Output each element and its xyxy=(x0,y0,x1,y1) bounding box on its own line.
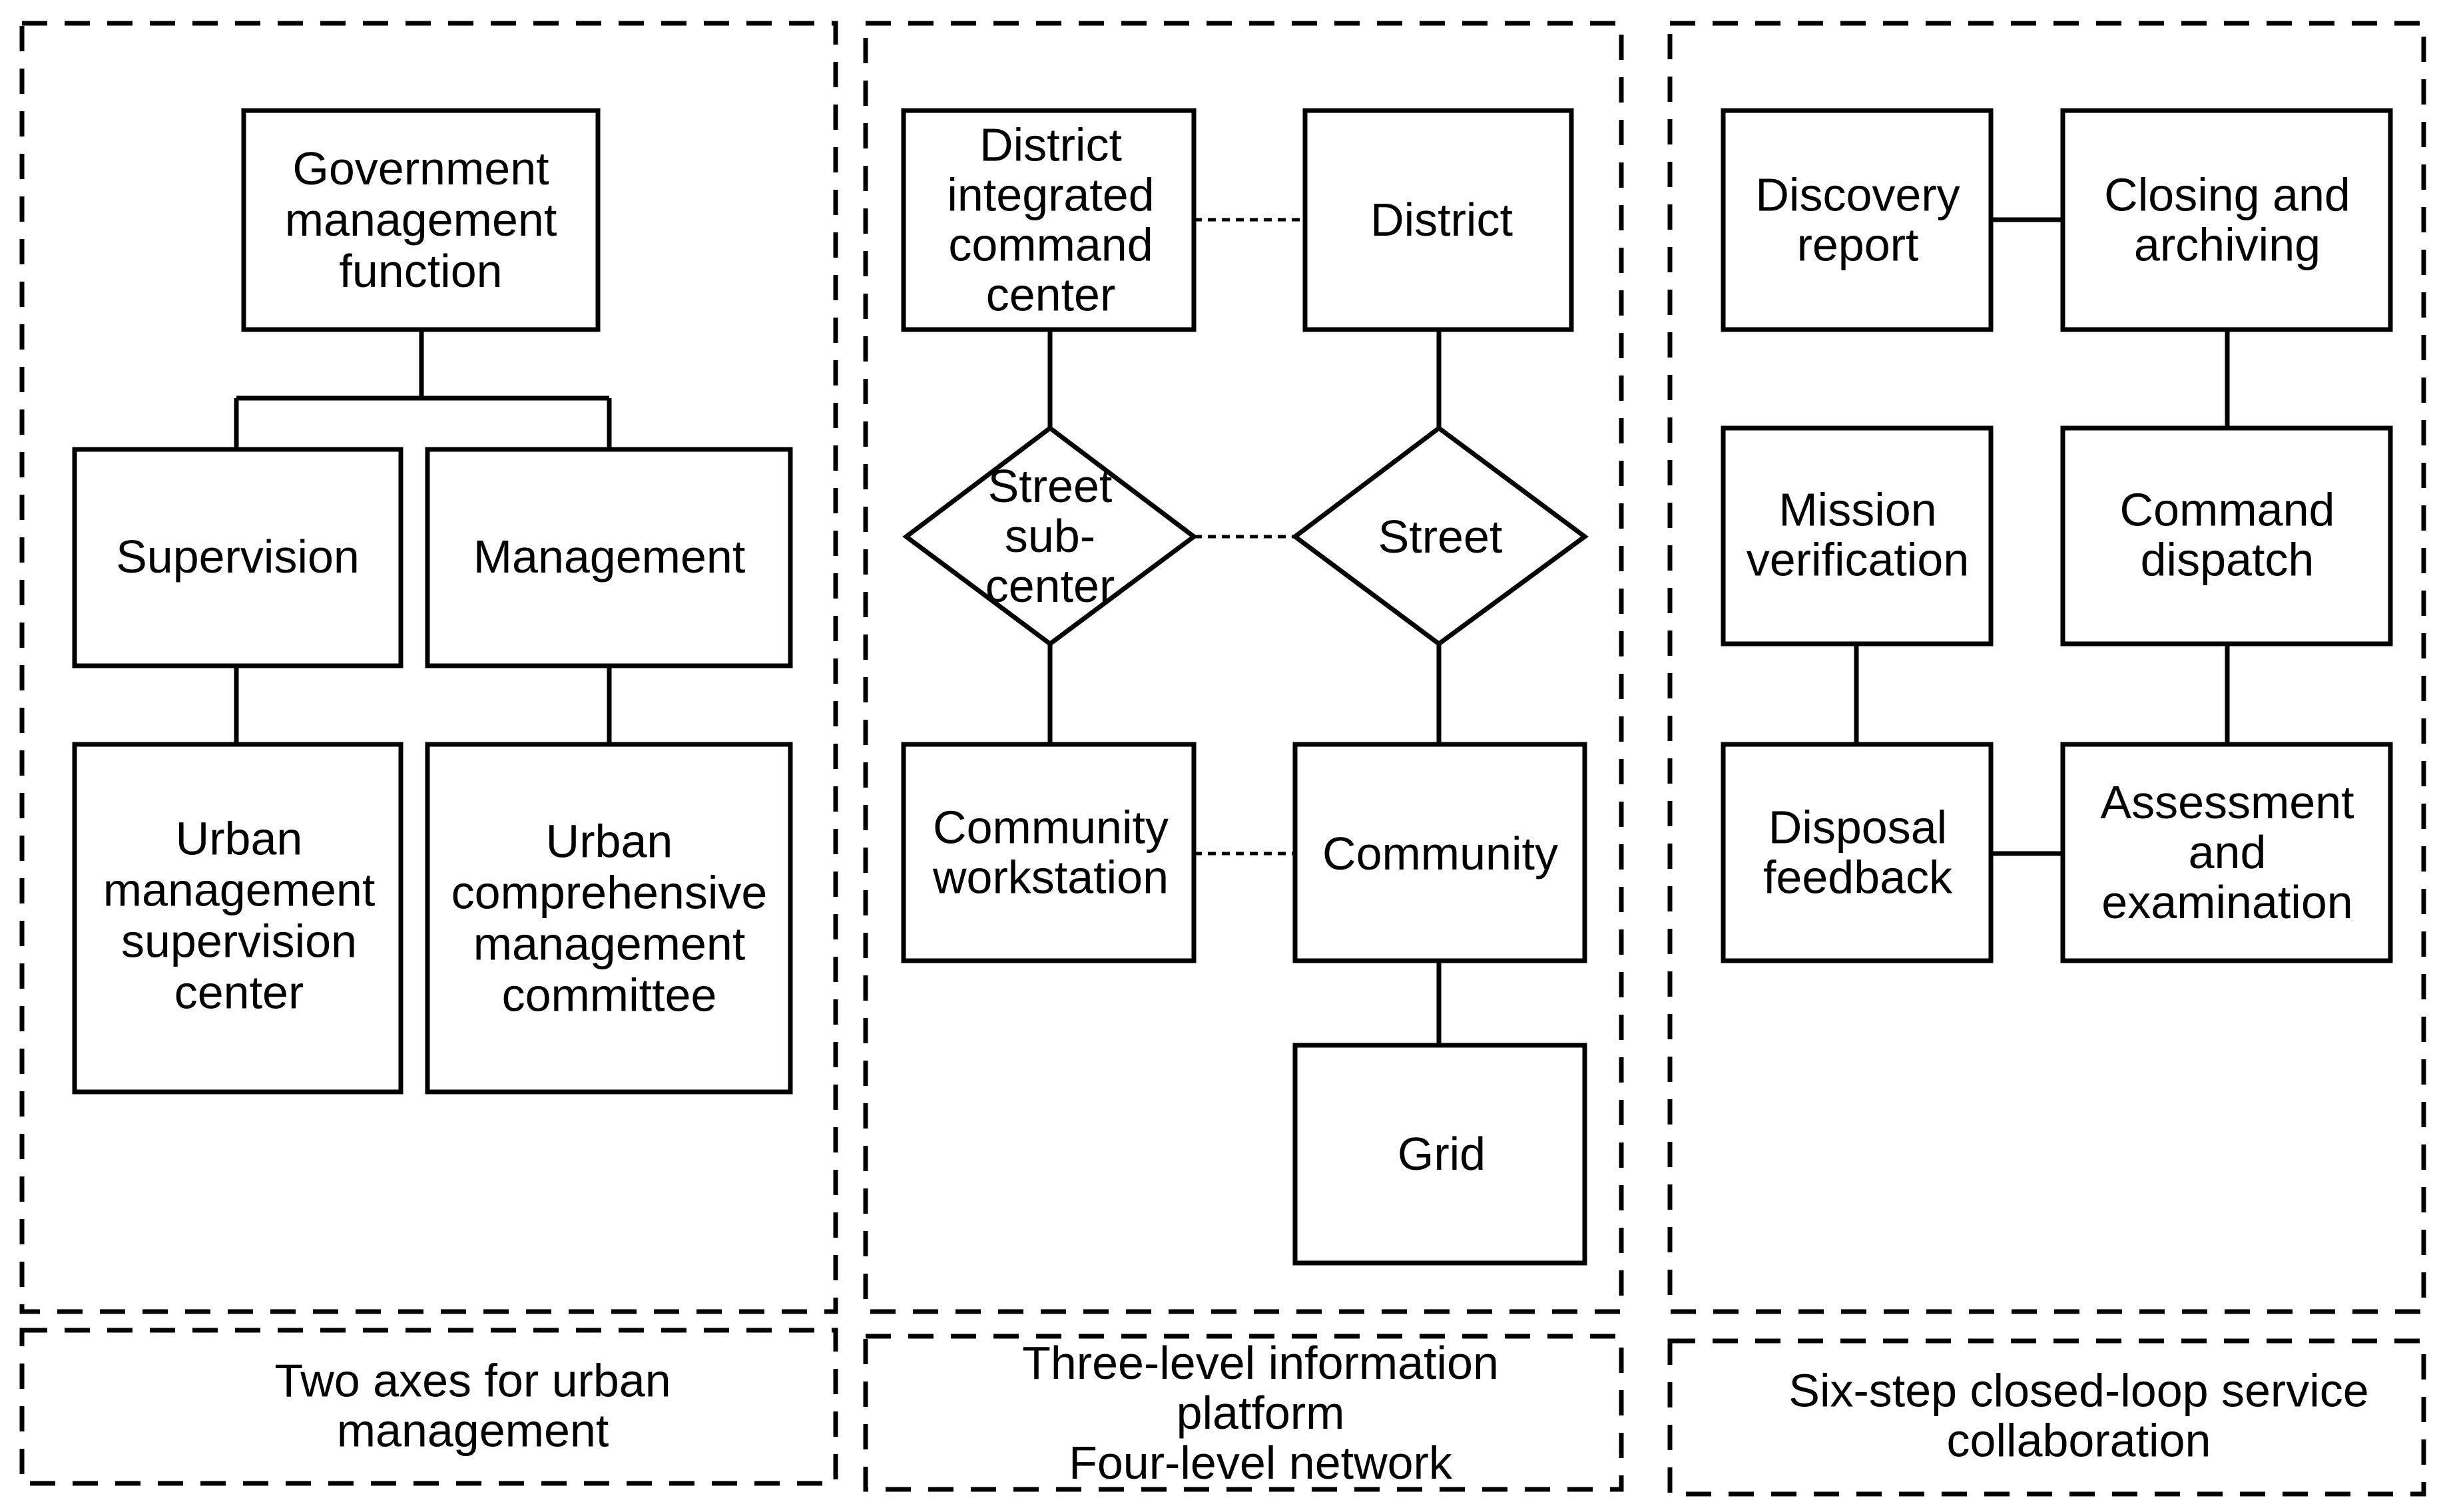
left-caption-line: Two axes for urban xyxy=(274,1355,671,1407)
government-management-function-box xyxy=(241,108,601,332)
district-integrated-command-center-label-line: center xyxy=(986,269,1116,321)
urban-comprehensive-management-committee-label-line: committee xyxy=(502,969,717,1021)
supervision-label-line: Supervision xyxy=(116,531,360,583)
command-dispatch-label-line: dispatch xyxy=(2141,534,2314,586)
district-integrated-command-center-label-line: District xyxy=(979,119,1122,171)
command-dispatch-box xyxy=(2060,425,2393,646)
management-box xyxy=(425,447,793,668)
urban-comprehensive-management-committee-label-line: Urban xyxy=(546,816,673,868)
supervision-label: Supervision xyxy=(116,531,360,583)
street-subcenter-label-line: sub- xyxy=(1005,510,1095,562)
left-panel-frame xyxy=(19,21,838,1314)
closing-archiving-label-line: Closing and xyxy=(2104,169,2350,221)
supervision-box xyxy=(72,447,404,668)
district-label-line: District xyxy=(1370,194,1513,246)
discovery-report-label-line: Discovery xyxy=(1755,169,1960,221)
command-dispatch-label-line: Command xyxy=(2120,484,2335,536)
district-integrated-command-center-label-line: integrated xyxy=(947,169,1154,221)
disposal-feedback-label-line: Disposal xyxy=(1768,802,1947,854)
discovery-report-label-line: report xyxy=(1797,219,1919,271)
urban-management-supervision-center-label-line: supervision xyxy=(121,915,357,967)
right-caption-frame xyxy=(1667,1338,2426,1497)
district-integrated-command-center-label-line: command xyxy=(948,219,1153,271)
urban-comprehensive-management-committee-label-line: comprehensive xyxy=(451,867,768,919)
street-subcenter-label-line: Street xyxy=(988,460,1113,512)
panel-frames xyxy=(19,21,2426,1497)
community-label: Community xyxy=(1322,828,1558,880)
street-diamond xyxy=(1291,425,1589,647)
assessment-examination-label-line: Assessment xyxy=(2100,776,2354,828)
urban-management-supervision-center-label-line: Urban xyxy=(176,813,303,865)
grid-label-line: Grid xyxy=(1398,1128,1486,1180)
right-caption-line: Six-step closed-loop service xyxy=(1788,1365,2368,1417)
urban-management-supervision-center-label-line: management xyxy=(103,864,376,916)
grid-label: Grid xyxy=(1398,1128,1486,1180)
urban-management-supervision-center-label-line: center xyxy=(174,967,304,1019)
community-workstation-label-line: workstation xyxy=(932,852,1169,903)
left-caption-line: management xyxy=(337,1405,609,1457)
urban-comprehensive-management-committee-box xyxy=(425,742,793,1095)
street-subcenter-diamond xyxy=(902,425,1198,647)
community-box xyxy=(1292,742,1587,963)
government-management-function-label-line: Government xyxy=(292,142,549,194)
community-workstation-box xyxy=(901,742,1197,963)
district-box xyxy=(1302,108,1574,332)
management-label: Management xyxy=(473,531,746,583)
street-label-line: Street xyxy=(1378,511,1503,563)
urban-comprehensive-management-committee-label-line: management xyxy=(473,918,746,970)
assessment-examination-box xyxy=(2060,742,2393,963)
closing-archiving-box xyxy=(2060,108,2393,332)
government-management-function-label-line: function xyxy=(339,245,502,297)
district-integrated-command-center-box xyxy=(901,108,1197,332)
district-label: District xyxy=(1370,194,1513,246)
closing-archiving-label-line: archiving xyxy=(2134,219,2320,271)
middle-caption-frame xyxy=(863,1334,1624,1492)
discovery-report-box xyxy=(1721,108,1994,332)
grid-box xyxy=(1292,1043,1587,1266)
mission-verification-label-line: verification xyxy=(1747,534,1970,586)
management-label-line: Management xyxy=(473,531,746,583)
mission-verification-label-line: Mission xyxy=(1778,484,1936,536)
disposal-feedback-box xyxy=(1721,742,1994,963)
street-label: Street xyxy=(1378,511,1503,563)
middle-caption-line: Four-level network xyxy=(1069,1437,1453,1489)
middle-caption-line: Three-level information xyxy=(1022,1337,1499,1389)
middle-caption-line: platform xyxy=(1177,1387,1345,1439)
mission-verification-box xyxy=(1721,425,1994,646)
assessment-examination-label-line: examination xyxy=(2101,876,2352,928)
left-caption-frame xyxy=(19,1328,838,1486)
urban-management-supervision-center-box xyxy=(72,742,404,1095)
disposal-feedback-label-line: feedback xyxy=(1763,852,1953,903)
street-subcenter-label-line: center xyxy=(985,560,1115,612)
community-label-line: Community xyxy=(1322,828,1558,880)
right-caption-line: collaboration xyxy=(1947,1415,2211,1467)
government-management-function-label-line: management xyxy=(285,194,557,246)
community-workstation-label-line: Community xyxy=(933,802,1169,854)
assessment-examination-label-line: and xyxy=(2189,826,2267,878)
